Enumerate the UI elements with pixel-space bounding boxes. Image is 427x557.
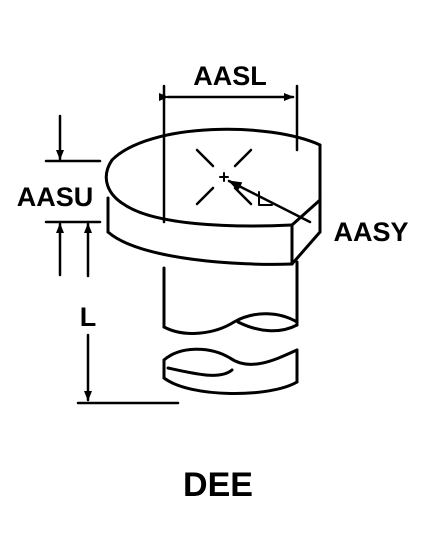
shank-upper: [162, 260, 299, 335]
aasy-leader: [227, 179, 312, 224]
aasl-dimension: [159, 84, 299, 224]
designation-title: DEE: [183, 466, 253, 504]
dee-head: [104, 127, 322, 266]
aasu-dimension: [44, 114, 102, 277]
center-crosshair: [195, 148, 253, 206]
length-dimension: [76, 222, 180, 405]
aasu-label: AASU: [17, 182, 94, 212]
aasl-label: AASL: [193, 61, 267, 91]
length-label: L: [80, 302, 97, 332]
aasy-label: AASY: [333, 217, 408, 247]
shank-lower: [162, 347, 299, 396]
